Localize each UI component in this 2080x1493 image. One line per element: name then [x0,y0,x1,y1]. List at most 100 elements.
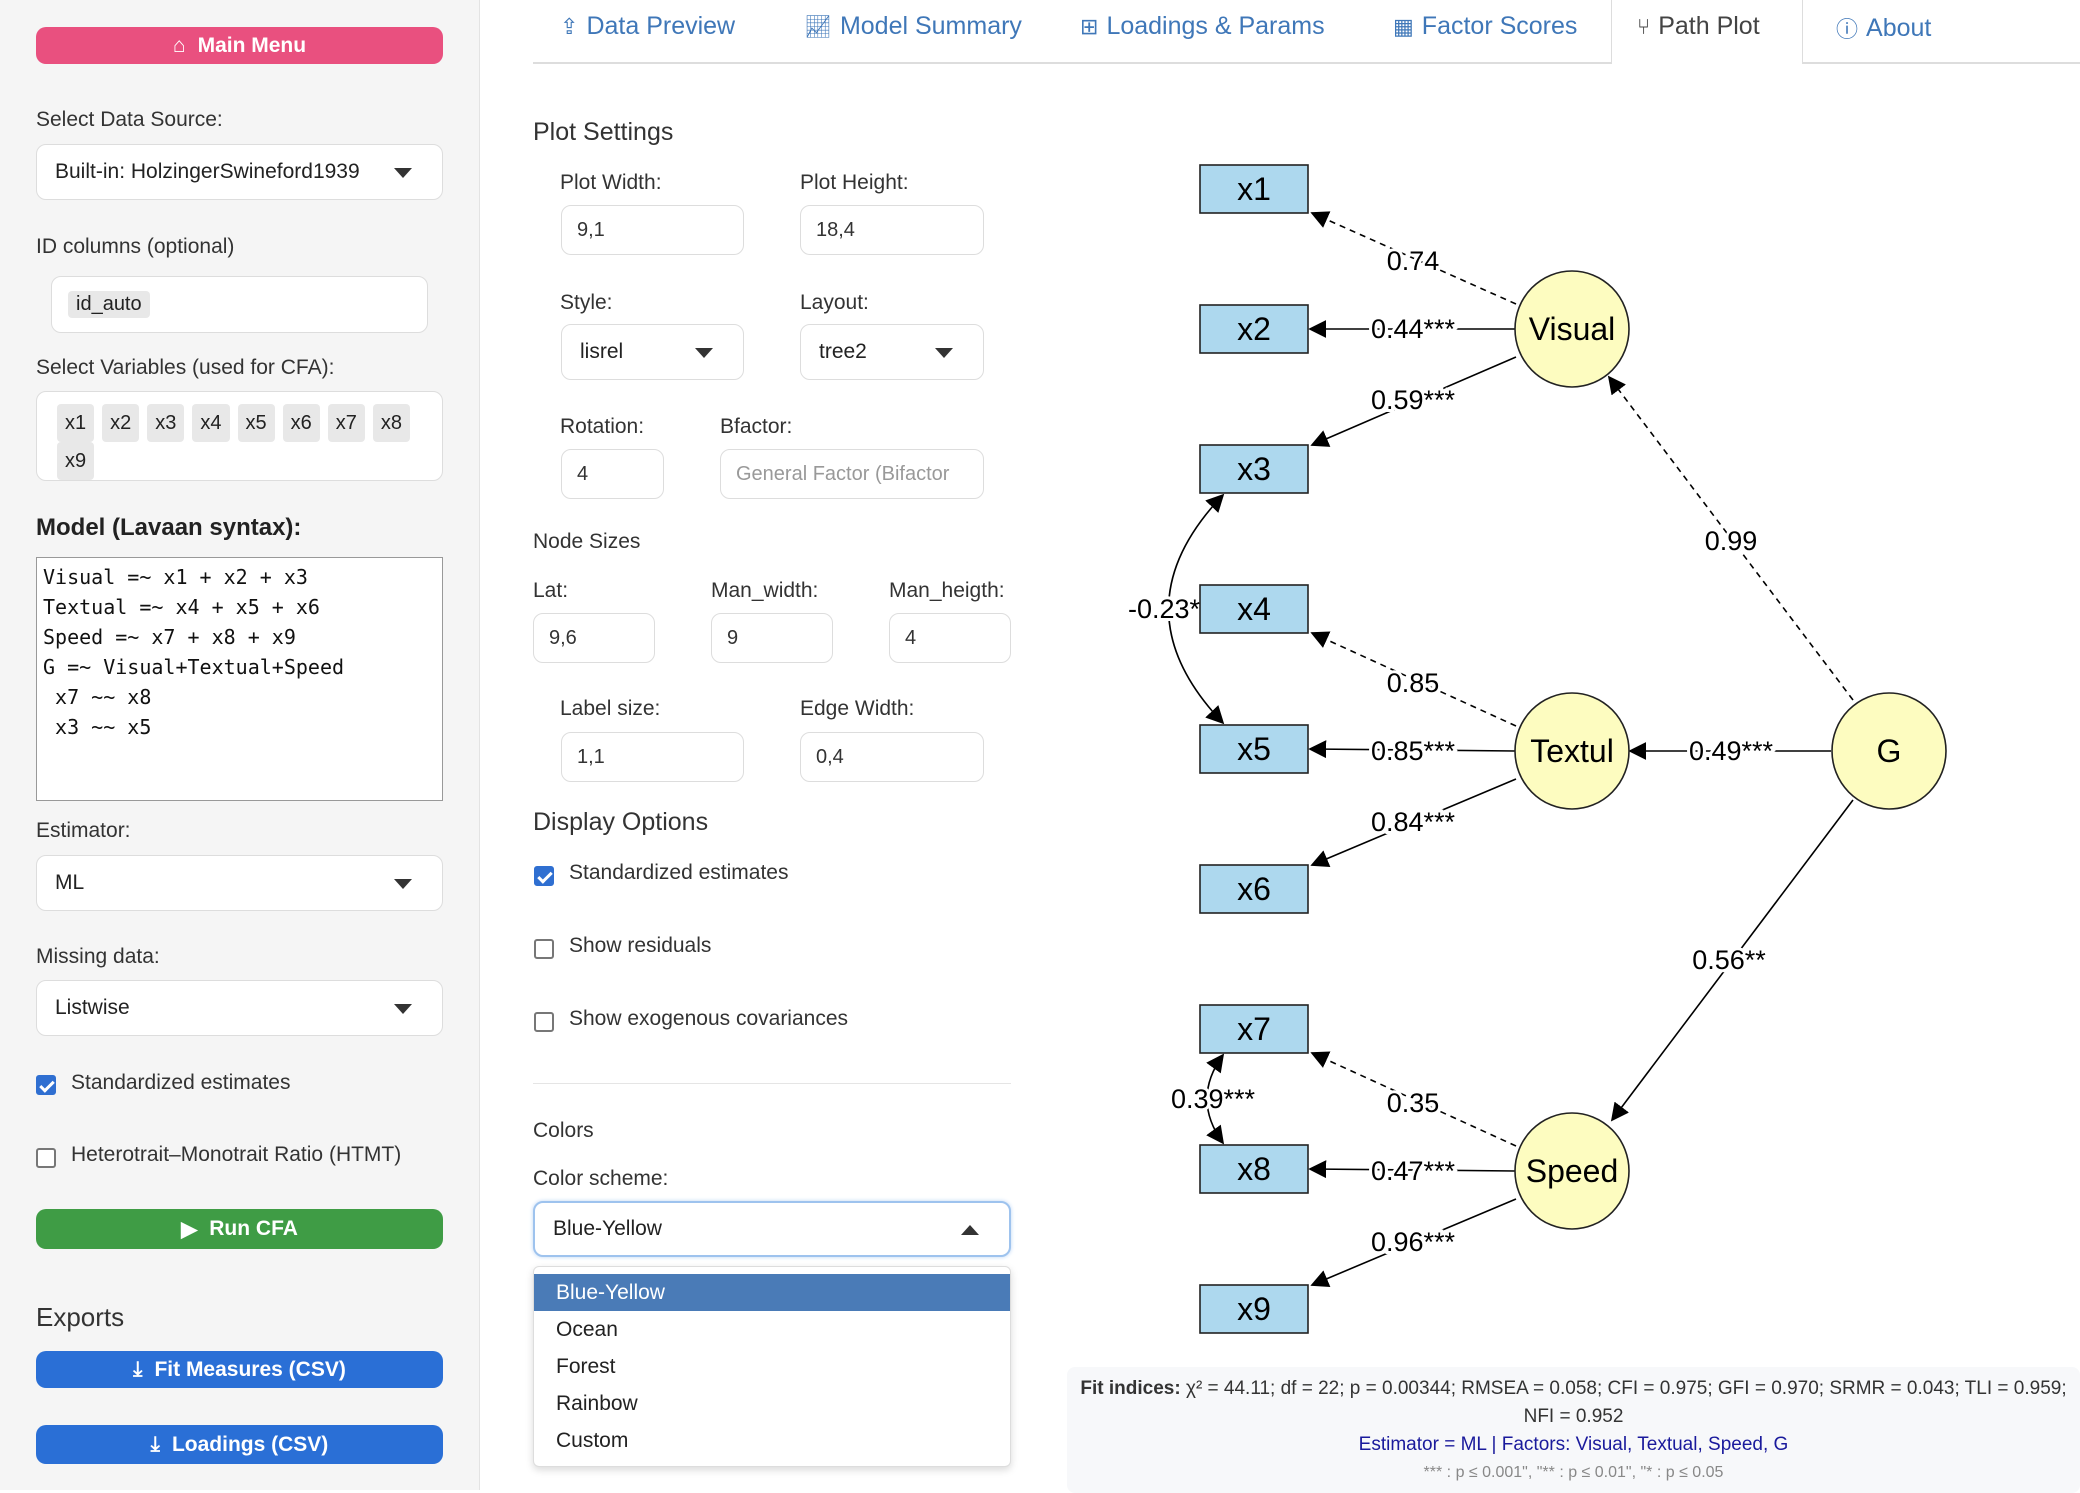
edge-label: 0.85*** [1371,736,1456,766]
label-size-label: Label size: [560,697,661,720]
opt-standardized-label: Standardized estimates [569,861,789,884]
variable-chip[interactable]: x2 [102,404,140,442]
missing-value: Listwise [55,996,130,1019]
tab-loadings-params[interactable]: ⊞Loadings & Params [1080,12,1325,41]
manifest-node-x1 [1199,164,1309,214]
style-label: Style: [560,291,613,314]
id-columns-chip[interactable]: id_auto [68,291,150,318]
run-cfa-label: Run CFA [209,1217,298,1240]
man-height-input[interactable]: 4 [889,613,1011,663]
manifest-node-x2 [1199,304,1309,354]
id-columns-input[interactable]: id_auto [51,276,428,333]
edge-label: 0.47*** [1371,1156,1456,1186]
edge-G-Speed [1610,799,1854,1122]
htmt-label: Heterotrait–Monotrait Ratio (HTMT) [71,1143,402,1166]
manifest-label: x9 [1237,1291,1271,1327]
manifest-label: x8 [1237,1151,1271,1187]
man-height-label: Man_heigth: [889,579,1005,602]
style-select[interactable]: lisrel [561,324,744,380]
opt-standardized-checkbox[interactable] [534,866,554,886]
latent-label: Visual [1529,311,1616,347]
variable-chip[interactable]: x7 [327,404,365,442]
color-scheme-select[interactable]: Blue-Yellow [533,1201,1011,1257]
fit-indices-values: χ² = 44.11; df = 22; p = 0.00344; RMSEA … [1180,1378,2067,1427]
rotation-input[interactable]: 4 [561,449,664,499]
exports-heading: Exports [36,1302,125,1332]
style-value: lisrel [580,340,624,363]
plot-height-input[interactable]: 18,4 [800,205,984,255]
variable-chip[interactable]: x9 [57,442,95,480]
option-custom[interactable]: Custom [556,1428,629,1452]
model-syntax-textarea[interactable]: Visual =~ x1 + x2 + x3 Textual =~ x4 + x… [36,557,443,801]
color-scheme-label: Color scheme: [533,1167,669,1190]
variable-chip[interactable]: x6 [282,404,320,442]
edge-width-input[interactable]: 0,4 [800,732,984,782]
layout-label: Layout: [800,291,869,314]
edge-Speed-x9 [1310,1198,1517,1288]
variable-chip[interactable]: x5 [237,404,275,442]
edge-label: 0.56** [1692,945,1766,975]
edge-label: 0.59*** [1371,385,1456,415]
data-source-value: Built-in: HolzingerSwineford1939 [55,160,360,183]
plot-width-input[interactable]: 9,1 [561,205,744,255]
edge-label: 0.35 [1387,1088,1440,1118]
missing-select[interactable]: Listwise [36,980,443,1036]
variable-chip[interactable]: x1 [57,404,95,442]
edge-Visual-x1 [1310,211,1517,305]
edge-Visual-x3 [1310,356,1517,447]
tab-label: About [1866,13,1932,42]
manifest-node-x4 [1199,584,1309,634]
option-forest[interactable]: Forest [556,1354,616,1378]
fit-csv-label: Fit Measures (CSV) [154,1357,346,1381]
tab-factor-scores[interactable]: ▦Factor Scores [1393,12,1577,41]
show-exogenous-checkbox[interactable] [534,1012,554,1032]
main-menu-button[interactable]: ⌂Main Menu [36,27,443,64]
tab-model-summary[interactable]: 📈︎Model Summary [804,12,1022,41]
option-rainbow[interactable]: Rainbow [556,1391,638,1415]
htmt-checkbox[interactable] [36,1148,56,1168]
manifest-label: x2 [1237,311,1271,347]
tab-data-preview[interactable]: ⇪Data Preview [560,12,735,41]
estimator-select[interactable]: ML [36,855,443,911]
calculator-icon: ▦ [1393,13,1414,39]
bfactor-input[interactable]: General Factor (Bifactor [720,449,984,499]
manifest-node-x3 [1199,444,1309,494]
main-menu-label: Main Menu [197,33,307,57]
display-options-heading: Display Options [533,808,709,836]
lat-input[interactable]: 9,6 [533,613,655,663]
play-icon: ▶ [181,1217,198,1241]
man-width-input[interactable]: 9 [711,613,833,663]
fit-measures-csv-button[interactable]: ⤓Fit Measures (CSV) [36,1351,443,1388]
covariance-x7-x8 [1206,1053,1225,1145]
data-source-select[interactable]: Built-in: HolzingerSwineford1939 [36,144,443,200]
edge-label: 0.99 [1705,526,1758,556]
id-columns-label: ID columns (optional) [36,235,235,258]
rotation-label: Rotation: [560,415,645,438]
chevron-up-icon [961,1225,979,1235]
estimator-label: Estimator: [36,819,131,842]
loadings-csv-button[interactable]: ⤓Loadings (CSV) [36,1425,443,1464]
upload-icon: ⇪ [560,13,579,39]
option-blue-yellow[interactable]: Blue-Yellow [534,1274,1010,1311]
variable-chip[interactable]: x8 [372,404,410,442]
edge-label: 0.74 [1387,246,1440,276]
latent-label: Speed [1526,1153,1619,1189]
tab-bar-border [533,62,2080,64]
layout-select[interactable]: tree2 [800,324,984,380]
option-ocean[interactable]: Ocean [556,1317,618,1341]
show-residuals-checkbox[interactable] [534,939,554,959]
estimator-line: Estimator = ML | Factors: Visual, Textua… [1358,1434,1789,1455]
tab-path-plot[interactable]: ⑂Path Plot [1637,12,1760,41]
variable-chip[interactable]: x4 [192,404,230,442]
edge-Speed-x7 [1310,1051,1517,1147]
run-cfa-button[interactable]: ▶ Run CFA [36,1209,443,1249]
variable-chip[interactable]: x3 [147,404,185,442]
latent-node-Textul [1514,692,1630,810]
edge-label: 0.44*** [1371,314,1456,344]
layout-value: tree2 [819,340,867,363]
chevron-down-icon [394,879,412,889]
label-size-input[interactable]: 1,1 [561,732,744,782]
standardized-checkbox[interactable] [36,1075,56,1095]
